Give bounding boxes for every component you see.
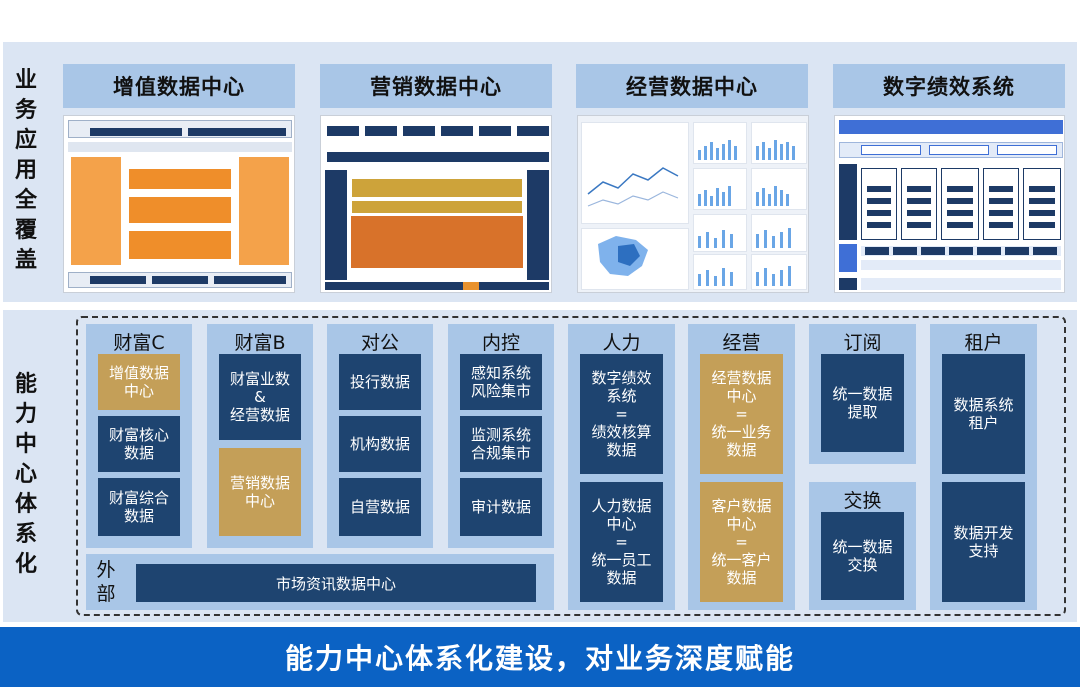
operations-mini-charts [587,140,795,286]
box-wealth-core-data[interactable]: 财富核心 数据 [98,416,180,472]
box-value-added-data-center[interactable]: 增值数据 中心 [98,354,180,410]
section-label-business-apps: 业务应用全覆盖 [14,68,37,273]
external-row: 外 部 市场资讯数据中心 [86,554,554,610]
box-hr-data-center[interactable]: 人力数据 中心 = 统一员工 数据 [580,482,663,602]
box-data-system-tenant[interactable]: 数据系统 租户 [942,354,1025,474]
app-title-performance[interactable]: 数字绩效系统 [833,64,1065,108]
app-title-operations[interactable]: 经营数据中心 [576,64,808,108]
box-audit-data[interactable]: 审计数据 [460,478,542,536]
column-title: 对公 [360,332,399,354]
box-wealth-composite-data[interactable]: 财富综合 数据 [98,478,180,536]
column-title: 内控 [481,332,520,354]
box-wealth-business-operations-data[interactable]: 财富业数 & 经营数据 [219,354,301,440]
box-institution-data[interactable]: 机构数据 [339,416,421,472]
box-operations-data-center[interactable]: 经营数据 中心 = 统一业务 数据 [700,354,783,474]
app-title-marketing[interactable]: 营销数据中心 [320,64,552,108]
app-title-value-added[interactable]: 增值数据中心 [63,64,295,108]
capability-dashed-frame [76,316,1066,616]
column-title: 交换 [843,490,882,512]
external-label: 外 部 [96,559,116,605]
box-marketing-data-center[interactable]: 营销数据 中心 [219,448,301,536]
box-unified-data-exchange[interactable]: 统一数据 交换 [821,512,904,600]
column-title: 财富B [234,332,286,354]
box-customer-data-center[interactable]: 客户数据 中心 = 统一客户 数据 [700,482,783,602]
box-compliance-mart[interactable]: 监测系统 合规集市 [460,416,542,472]
column-title: 租户 [964,332,1003,354]
box-digital-performance-system[interactable]: 数字绩效 系统 = 绩效核算 数据 [580,354,663,474]
thumbnail-operations[interactable] [577,115,809,293]
thumbnail-marketing[interactable] [320,115,552,293]
box-investment-banking-data[interactable]: 投行数据 [339,354,421,410]
column-subscription: 订阅 统一数据 提取 [809,324,916,464]
column-corporate: 对公 投行数据 机构数据 自营数据 [327,324,433,548]
column-title: 财富C [113,332,165,354]
column-wealth-b: 财富B 财富业数 & 经营数据 营销数据 中心 [207,324,313,548]
bottom-banner: 能力中心体系化建设，对业务深度赋能 [0,627,1080,687]
column-title: 经营 [722,332,761,354]
column-wealth-c: 财富C 增值数据 中心 财富核心 数据 财富综合 数据 [86,324,192,548]
thumbnail-performance[interactable] [834,115,1065,293]
box-market-info-data-center[interactable]: 市场资讯数据中心 [136,564,536,602]
box-risk-mart[interactable]: 感知系统 风险集市 [460,354,542,410]
column-tenant: 租户 数据系统 租户 数据开发 支持 [930,324,1037,610]
column-internal-control: 内控 感知系统 风险集市 监测系统 合规集市 审计数据 [448,324,554,548]
column-operations: 经营 经营数据 中心 = 统一业务 数据 客户数据 中心 = 统一客户 数据 [688,324,795,610]
thumbnail-value-added[interactable] [63,115,295,293]
column-title: 人力 [602,332,641,354]
column-hr: 人力 数字绩效 系统 = 绩效核算 数据 人力数据 中心 = 统一员工 数据 [568,324,675,610]
box-unified-data-extraction[interactable]: 统一数据 提取 [821,354,904,452]
box-data-development-support[interactable]: 数据开发 支持 [942,482,1025,602]
column-title: 订阅 [843,332,882,354]
column-exchange: 交换 统一数据 交换 [809,482,916,610]
box-proprietary-data[interactable]: 自营数据 [339,478,421,536]
section-label-capability-center: 能力中心体系化 [14,372,37,577]
